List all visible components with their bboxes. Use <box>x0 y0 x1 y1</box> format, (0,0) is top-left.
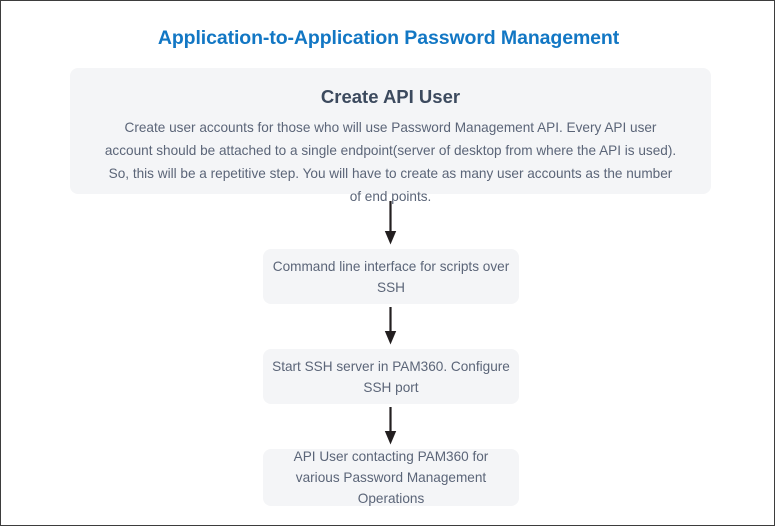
node-create-api-user-heading: Create API User <box>320 86 461 107</box>
node-step-3: API User contacting PAM360 for various P… <box>263 449 519 506</box>
connector-arrow-down-1 <box>384 201 397 245</box>
node-step-2-label: Start SSH server in PAM360. Configure SS… <box>272 358 510 395</box>
node-step-3-label: API User contacting PAM360 for various P… <box>293 449 489 506</box>
connector-arrow-down-2 <box>384 307 397 345</box>
node-step-2: Start SSH server in PAM360. Configure SS… <box>263 349 519 404</box>
node-create-api-user-body: Create user accounts for those who will … <box>104 120 677 204</box>
node-create-api-user: Create API User Create user accounts for… <box>70 68 711 204</box>
page-title: Application-to-Application Password Mana… <box>157 27 620 49</box>
node-step-1-label: Command line interface for scripts over … <box>272 258 510 295</box>
node-step-1: Command line interface for scripts over … <box>263 249 519 304</box>
connector-arrow-down-3 <box>384 407 397 445</box>
